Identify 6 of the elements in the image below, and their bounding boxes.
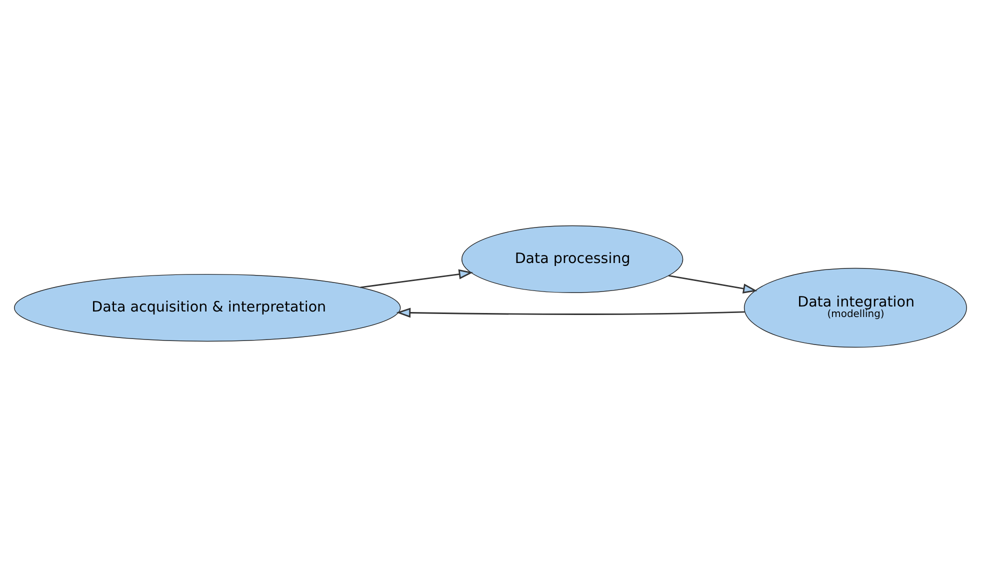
node-ellipse: Data processing: [461, 224, 684, 292]
arrow: [360, 268, 474, 288]
node-ellipse: Data integration (modelling): [744, 267, 967, 348]
arrow: [396, 307, 745, 318]
arrow: [668, 274, 758, 293]
node-ellipse: Data acquisition & interpretation: [14, 273, 401, 342]
